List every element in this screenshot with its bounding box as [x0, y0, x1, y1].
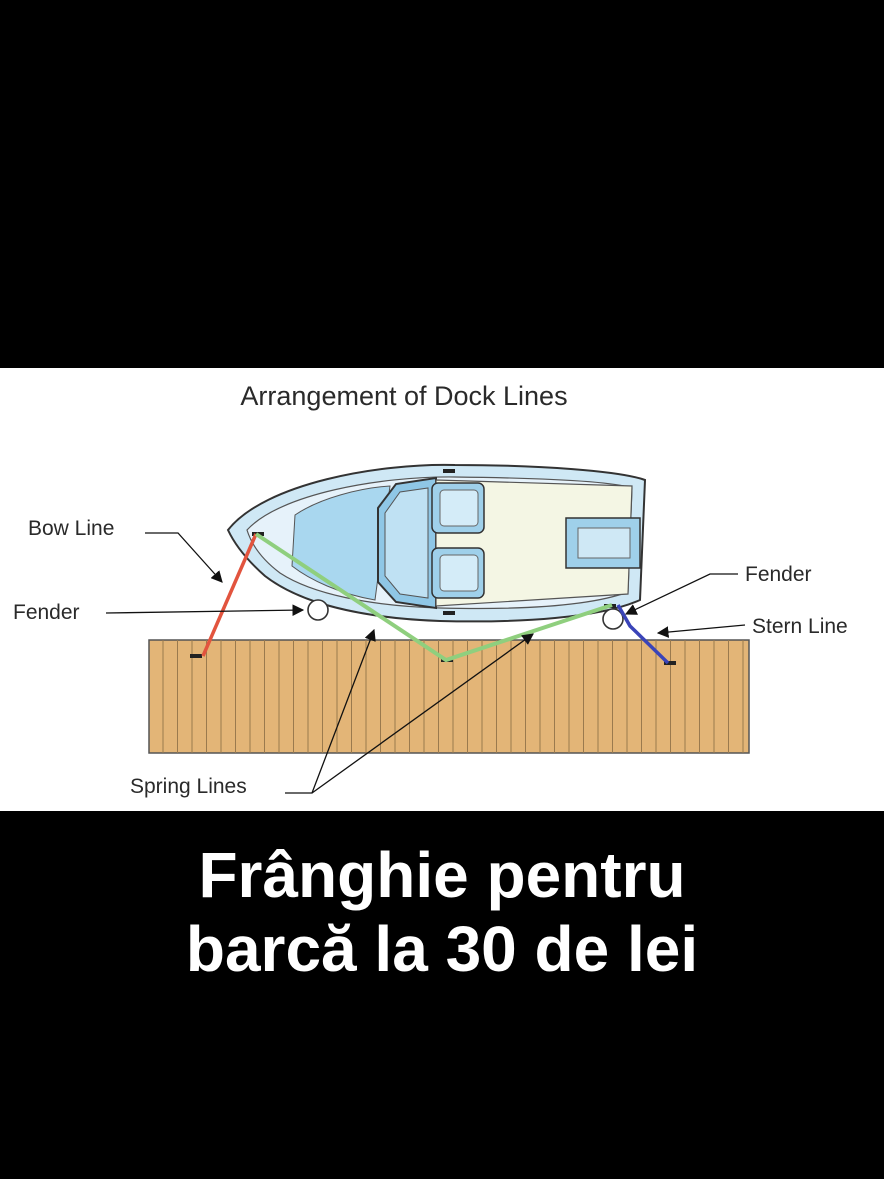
fender-right-label: Fender	[745, 563, 812, 586]
fender-left-pointer	[105, 604, 305, 617]
fender-left-label: Fender	[13, 601, 80, 624]
stern-line-pointer	[656, 624, 746, 638]
spring-line-pointer-2	[311, 633, 534, 794]
boat	[226, 463, 647, 623]
midship-cleat	[443, 611, 455, 615]
bow-line-label: Bow Line	[28, 517, 114, 540]
diagram-canvas: Arrangement of Dock Lines	[13, 381, 848, 798]
fender-aft	[602, 608, 624, 630]
bow-line	[201, 533, 258, 657]
spring-lines	[254, 532, 613, 663]
dock-lines-diagram: Arrangement of Dock Lines	[0, 368, 884, 811]
seat-port-cushion	[439, 489, 479, 527]
bow-line-pointer	[145, 532, 223, 583]
caption-line-1: Frânghie pentru	[198, 839, 686, 911]
spring-lines-label: Spring Lines	[130, 775, 247, 798]
fender-forward	[307, 599, 329, 621]
caption: Frânghie pentru barcă la 30 de lei	[0, 838, 884, 986]
top-cleat	[443, 469, 455, 473]
seat-starboard-cushion	[439, 554, 479, 592]
stern-line	[616, 604, 670, 665]
stern-line-label: Stern Line	[752, 615, 848, 638]
caption-line-2: barcă la 30 de lei	[185, 913, 699, 985]
windshield-glass	[384, 487, 429, 599]
diagram-title: Arrangement of Dock Lines	[240, 381, 567, 411]
dock-cleat-bow	[190, 654, 202, 658]
dock-cleat-stern	[664, 661, 676, 665]
fender-right-pointer	[624, 573, 738, 615]
stern-seat-cushion	[577, 527, 631, 559]
